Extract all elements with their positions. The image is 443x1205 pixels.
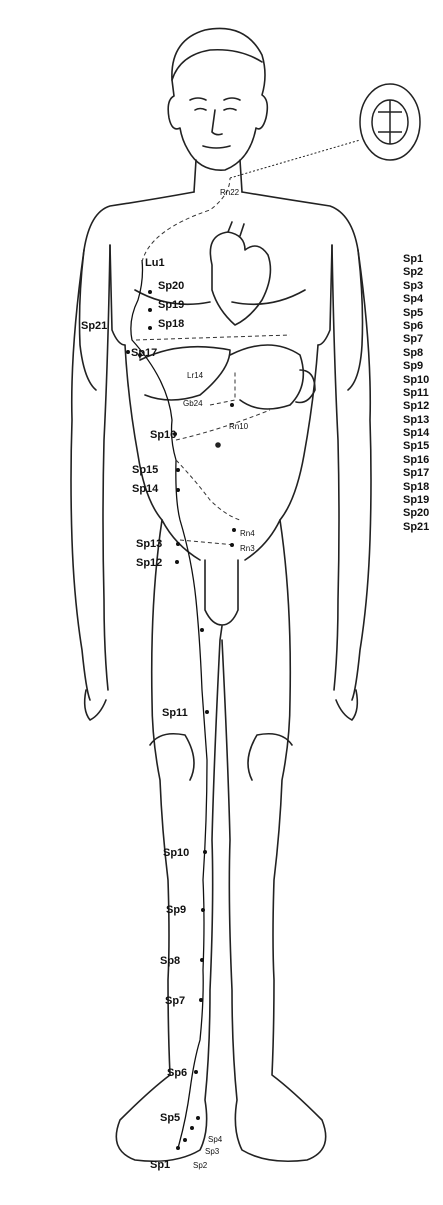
legend-item: Sp1 <box>403 253 443 266</box>
legend-item: Sp9 <box>403 360 443 373</box>
label-sp4: Sp4 <box>208 1134 222 1145</box>
label-gb24: Gb24 <box>183 398 203 409</box>
legend-item: Sp18 <box>403 481 443 494</box>
left-arm <box>332 245 371 700</box>
label-sp5: Sp5 <box>160 1113 180 1124</box>
legend-item: Sp11 <box>403 387 443 400</box>
legend-item: Sp17 <box>403 467 443 480</box>
genitals <box>205 560 238 625</box>
legend-item: Sp15 <box>403 440 443 453</box>
label-sp3: Sp3 <box>205 1146 219 1157</box>
label-sp6: Sp6 <box>167 1068 187 1079</box>
legend-item: Sp19 <box>403 494 443 507</box>
label-sp13: Sp13 <box>136 539 162 550</box>
legend-item: Sp13 <box>403 414 443 427</box>
label-sp12: Sp12 <box>136 558 162 569</box>
legend-item: Sp12 <box>403 400 443 413</box>
legend-item: Sp4 <box>403 293 443 306</box>
legend-item: Sp16 <box>403 454 443 467</box>
label-sp8: Sp8 <box>160 956 180 967</box>
stomach <box>230 345 303 409</box>
legend-item: Sp3 <box>403 280 443 293</box>
label-sp18: Sp18 <box>158 319 184 330</box>
acupoint-dots <box>126 290 236 1150</box>
legend-item: Sp6 <box>403 320 443 333</box>
label-lr14: Lr14 <box>187 370 203 381</box>
right-arm <box>71 245 110 700</box>
label-sp14: Sp14 <box>132 484 158 495</box>
label-sp20: Sp20 <box>158 281 184 292</box>
torso-outline <box>80 192 363 390</box>
legend-item: Sp14 <box>403 427 443 440</box>
connector-line <box>230 140 360 178</box>
mouth-inset <box>360 84 420 160</box>
label-sp10: Sp10 <box>163 848 189 859</box>
legend-item: Sp7 <box>403 333 443 346</box>
label-sp19: Sp19 <box>158 300 184 311</box>
point-legend: Sp1 Sp2 Sp3 Sp4 Sp5 Sp6 Sp7 Sp8 Sp9 Sp10… <box>403 253 443 534</box>
label-sp2: Sp2 <box>193 1160 207 1171</box>
label-sp11: Sp11 <box>162 708 188 719</box>
label-sp21: Sp21 <box>81 321 107 332</box>
label-sp9: Sp9 <box>166 905 186 916</box>
legend-item: Sp2 <box>403 266 443 279</box>
label-sp17: Sp17 <box>131 348 157 359</box>
legend-item: Sp8 <box>403 347 443 360</box>
label-lu1: Lu1 <box>145 258 165 269</box>
legend-item: Sp10 <box>403 374 443 387</box>
right-leg <box>116 520 222 1161</box>
hair <box>172 50 262 80</box>
label-sp16: Sp16 <box>150 430 176 441</box>
label-rn4: Rn4 <box>240 528 255 539</box>
label-rn10: Rn10 <box>229 421 248 432</box>
left-leg <box>222 520 326 1161</box>
legend-item: Sp21 <box>403 521 443 534</box>
legend-item: Sp5 <box>403 307 443 320</box>
label-rn22: Rn22 <box>220 187 239 198</box>
label-sp1: Sp1 <box>150 1160 170 1171</box>
heart <box>210 232 270 325</box>
label-sp7: Sp7 <box>165 996 185 1007</box>
label-sp15: Sp15 <box>132 465 158 476</box>
legend-item: Sp20 <box>403 507 443 520</box>
label-rn3: Rn3 <box>240 543 255 554</box>
